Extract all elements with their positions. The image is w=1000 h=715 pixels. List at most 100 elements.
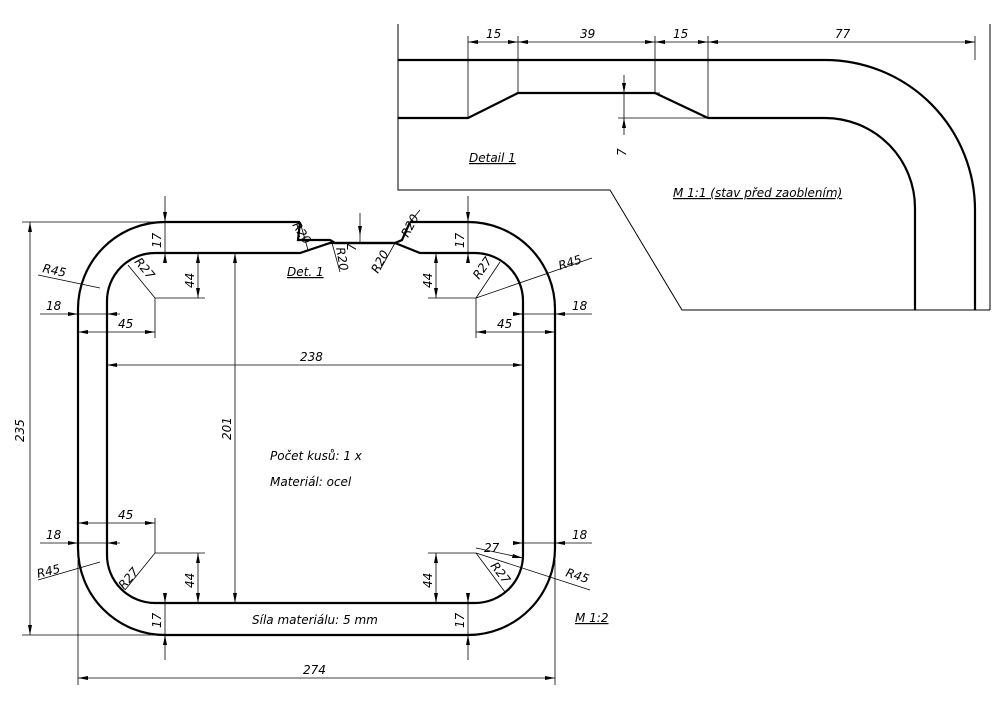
arrow [233,253,237,263]
dim-rim-br: 17 [453,612,467,628]
leader-r-inner-tr [475,261,501,299]
dim-vert-tl: 44 [183,273,197,288]
dim-vert-bl: 44 [183,573,197,588]
arrow [233,593,237,603]
dim-overall-width: 274 [303,663,326,677]
leader-r-inner-br [475,552,506,593]
note-thickness: Síla materiálu: 5 mm [252,613,378,627]
leader-r-inner-bl [124,552,156,591]
detail-dim-2: 39 [580,27,595,41]
arrow [655,40,665,44]
arrow [145,330,155,334]
arrow [196,553,200,563]
arrow [708,40,718,44]
leader-notch-r1 [299,221,309,251]
arrow [163,593,167,603]
arrow [698,40,708,44]
leader-r-outer-bl [37,561,101,581]
arrow [434,253,438,263]
detail-frame [397,24,990,311]
arrow [163,635,167,645]
dim-vert-br: 44 [421,573,435,588]
arrow [513,312,523,316]
detail-outer-contour [398,58,977,310]
arrow [512,554,523,558]
arrow [28,222,32,232]
arrow [163,212,167,222]
dim-inner-height: 201 [220,417,234,440]
arrow [107,312,117,316]
arrow [434,593,438,603]
arrow [107,541,117,545]
detail-dim-1: 15 [486,27,501,41]
arrow [622,118,626,128]
arrow [145,521,155,525]
arrow [196,593,200,603]
detail-1-view: 15 39 15 77 7 Detail 1 M 1:1 (stav před … [397,24,991,311]
arrow [545,676,555,680]
dim-r-outer-tl: R45 [41,261,67,280]
arrow [555,312,565,316]
detail-reference: Det. 1 [287,265,324,279]
arrow [513,541,523,545]
arrow [508,40,518,44]
arrow [622,83,626,93]
dim-notch-depth: 7 [345,243,359,251]
arrow [163,253,167,263]
main-scale: M 1:2 [575,611,608,625]
leader-notch-r2 [331,242,341,273]
arrow [196,288,200,298]
leader-r-outer-tl [37,274,101,289]
arrow [466,593,470,603]
leader-notch-r3 [379,242,396,271]
dim-side-bl: 18 [46,528,62,542]
detail-scale-note: M 1:1 (stav před zaoblením) [673,186,842,200]
leader-r-outer-tr [475,257,593,299]
arrow [68,312,78,316]
leader-r-inner-tl [127,264,156,299]
dim-vert-tr: 44 [421,273,435,288]
arrow [518,40,528,44]
dim-notch-r3: R20 [368,248,392,276]
dim-corner-bl: 45 [118,508,133,522]
dim-notch-r1: R20 [289,219,314,247]
arrow [78,676,88,680]
top-notch [296,221,412,245]
arrow [68,541,78,545]
note-pieces: Počet kusů: 1 x [270,449,363,463]
arrow [965,40,975,44]
arrow [466,253,470,263]
dim-side-tr: 18 [572,299,588,313]
arrow [196,253,200,263]
arrow [434,553,438,563]
detail-dim-5: 7 [615,148,629,156]
leader-notch-r4 [409,209,421,223]
dim-r-inner-tr: R27 [470,254,495,282]
arrow [78,521,88,525]
dim-rim-tr: 17 [453,232,467,248]
dim-r-outer-br: R45 [564,566,591,587]
dim-notch-r4: R20 [398,212,422,240]
dim-r-inner-br: R27 [488,559,514,587]
arrow [78,330,88,334]
dim-r-inner-tl: R27 [132,255,158,282]
arrow [466,212,470,222]
arrow [358,226,362,236]
detail-title: Detail 1 [469,151,516,165]
arrow [466,635,470,645]
outer-contour [76,220,557,637]
dim-rim-bl: 17 [150,612,164,628]
detail-inner-contour [398,91,917,310]
main-view: 274 235 238 201 17 17 17 17 [13,196,608,685]
dim-overall-height: 235 [13,419,27,442]
arrow [645,40,655,44]
leader-r-outer-br [475,552,591,591]
inner-contour [105,241,525,605]
arrow [476,330,486,334]
arrow [468,40,478,44]
detail-dim-3: 15 [673,27,688,41]
dim-corner-br: 27 [484,541,500,555]
arrow [545,330,555,334]
dim-notch-r2: R20 [333,246,351,272]
dim-r-outer-tr: R45 [557,252,584,273]
